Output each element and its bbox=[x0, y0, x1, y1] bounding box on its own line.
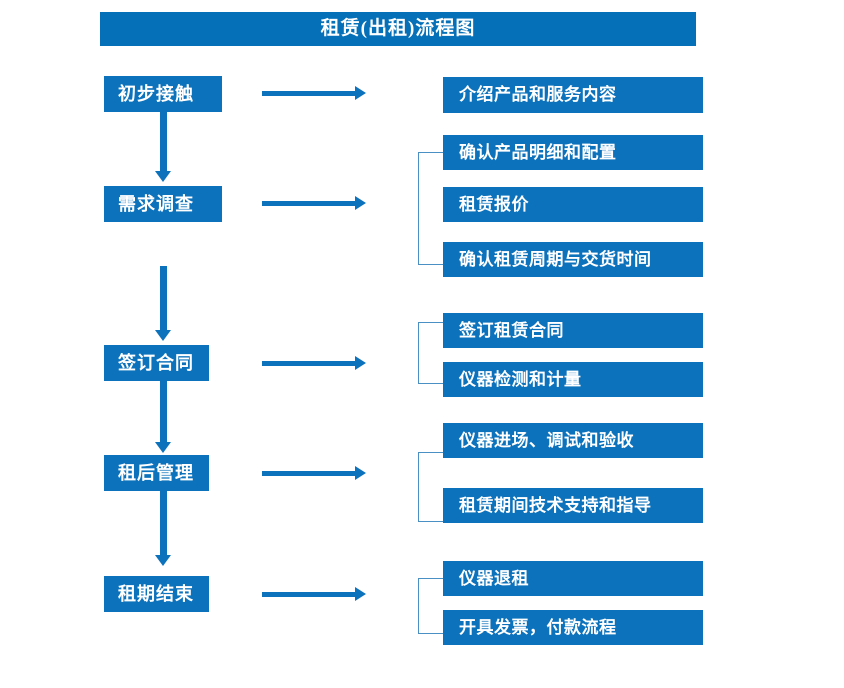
arrow-down-stage-3-to-4 bbox=[155, 381, 171, 453]
detail-box-confirm-period-delivery[interactable]: 确认租赁周期与交货时间 bbox=[443, 242, 703, 277]
arrow-shaft bbox=[262, 201, 355, 206]
arrow-head bbox=[355, 86, 366, 100]
arrow-shaft bbox=[159, 381, 167, 442]
arrow-down-stage-2-to-3 bbox=[155, 266, 171, 341]
arrow-right-stage-3 bbox=[262, 356, 366, 370]
page-title: 租赁(出租)流程图 bbox=[100, 12, 696, 46]
arrow-head bbox=[355, 356, 366, 370]
detail-box-instrument-inspection[interactable]: 仪器检测和计量 bbox=[443, 362, 703, 397]
arrow-shaft bbox=[262, 592, 355, 597]
detail-box-instrument-return[interactable]: 仪器退租 bbox=[443, 561, 703, 596]
arrow-head bbox=[155, 442, 171, 453]
detail-box-introduce-products[interactable]: 介绍产品和服务内容 bbox=[443, 77, 703, 113]
arrow-head bbox=[155, 555, 171, 566]
arrow-shaft bbox=[159, 112, 167, 171]
arrow-shaft bbox=[262, 361, 355, 366]
group-bracket-stage-2 bbox=[418, 152, 443, 265]
stage-box-initial-contact[interactable]: 初步接触 bbox=[104, 76, 222, 112]
arrow-shaft bbox=[159, 491, 167, 555]
arrow-head bbox=[155, 171, 171, 182]
arrow-right-stage-2 bbox=[262, 196, 366, 210]
group-bracket-stage-3 bbox=[418, 322, 443, 384]
detail-box-invoice-payment[interactable]: 开具发票，付款流程 bbox=[443, 610, 703, 645]
detail-box-confirm-product-spec[interactable]: 确认产品明细和配置 bbox=[443, 135, 703, 170]
stage-box-demand-survey[interactable]: 需求调查 bbox=[104, 186, 222, 222]
detail-box-technical-support[interactable]: 租赁期间技术支持和指导 bbox=[443, 488, 703, 523]
detail-box-instrument-entry-commissioning[interactable]: 仪器进场、调试和验收 bbox=[443, 423, 703, 458]
arrow-down-stage-1-to-2 bbox=[155, 112, 171, 182]
arrow-head bbox=[155, 330, 171, 341]
group-bracket-stage-5 bbox=[418, 578, 443, 634]
arrow-right-stage-5 bbox=[262, 587, 366, 601]
stage-box-sign-contract[interactable]: 签订合同 bbox=[104, 345, 209, 381]
arrow-shaft bbox=[159, 266, 167, 330]
stage-box-post-rental-management[interactable]: 租后管理 bbox=[104, 455, 209, 491]
arrow-head bbox=[355, 466, 366, 480]
detail-box-sign-rental-contract[interactable]: 签订租赁合同 bbox=[443, 313, 703, 348]
group-bracket-stage-4 bbox=[418, 452, 443, 522]
arrow-shaft bbox=[262, 91, 355, 96]
arrow-head bbox=[355, 587, 366, 601]
arrow-right-stage-4 bbox=[262, 466, 366, 480]
stage-box-lease-end[interactable]: 租期结束 bbox=[104, 576, 209, 612]
arrow-down-stage-4-to-5 bbox=[155, 491, 171, 566]
arrow-shaft bbox=[262, 471, 355, 476]
detail-box-rental-quote[interactable]: 租赁报价 bbox=[443, 187, 703, 222]
arrow-right-stage-1 bbox=[262, 86, 366, 100]
arrow-head bbox=[355, 196, 366, 210]
